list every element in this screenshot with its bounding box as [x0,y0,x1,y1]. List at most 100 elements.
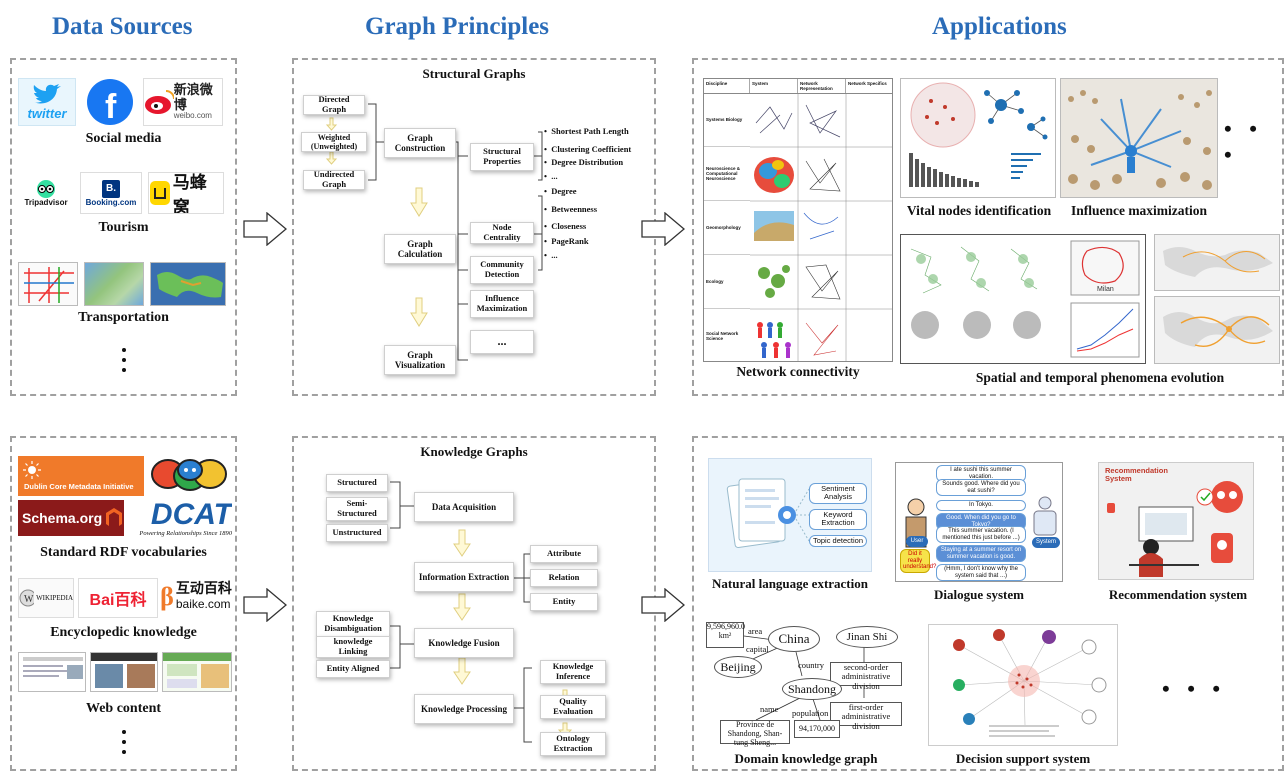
facebook-logo: f [82,78,138,126]
caption-influence-maximization: Influence maximization [1070,203,1208,218]
mafengwo-icon [150,181,170,205]
extraction-attribute: Attribute [530,545,598,563]
kg-input-semi-structured: Semi-Structured [326,497,388,521]
caption-web-content: Web content [85,701,162,716]
kg-node-shandong: Shandong [782,678,842,700]
centrality-betweenness: • Betweenness [544,204,598,214]
kg-node-population: 94,170,000 [794,720,840,738]
dialogue-line: Staying at a summer resort on summer vac… [936,545,1026,563]
processing-quality: Quality Evaluation [540,695,606,719]
network-table-illustrations [750,93,892,361]
weibo-icon [145,90,174,114]
step-data-acquisition: Data Acquisition [414,492,514,522]
recommendation-thumbnail: Recommendation System [1098,462,1254,580]
magento-icon [106,508,123,526]
svg-text:W: W [24,594,34,605]
booking-b-icon: B. [102,179,120,198]
facebook-icon: f [87,79,133,126]
header-data-sources: Data Sources [52,13,193,40]
twitter-logo: twitter [18,78,76,126]
extraction-relation: Relation [530,569,598,587]
sun-icon [23,461,41,479]
domain-kg-thumbnail: 9,596,960.0 km² China Jinan Shi Beijing … [706,622,906,750]
dcat-logo: DCAT Powering Relationships Since 1890 [139,497,232,537]
caption-tourism: Tourism [98,220,149,235]
kg-node-china: China [768,626,820,652]
nle-tag: Sentiment Analysis [809,483,867,504]
knowledge-title: Knowledge Graphs [420,444,528,459]
kg-node-area: 9,596,960.0 km² [706,622,745,648]
flow-arrow-icon [641,212,685,246]
dialogue-line: (Hmm, I don't know why the system said t… [936,564,1026,581]
kg-node-province: Province de Shandong, Shan-tung Sheng... [720,720,790,746]
table-row-label: Ecology [704,255,750,309]
world-flow-map-2 [1154,296,1280,364]
nle-tag: Keyword Extraction [809,509,867,530]
kg-input-unstructured: Unstructured [326,524,388,542]
table-row-label: Neuroscience & Computational Neuroscienc… [704,147,750,201]
vital-nodes-thumbnail [900,78,1056,198]
processing-ontology: Ontology Extraction [540,732,606,756]
dialogue-line: I ate sushi this summer vacation. [936,465,1026,483]
panel-sources-top [10,58,237,396]
kg-edge-capital: capital [746,644,769,654]
nle-thumbnail: Sentiment Analysis Keyword Extraction To… [708,458,872,572]
structural-title: Structural Graphs [422,66,526,81]
apps-top-ellipsis: • • • [1224,116,1263,167]
step-graph-visualization: Graph Visualization [384,345,456,375]
hudong-beta-icon: β [160,582,174,611]
caption-vital-nodes: Vital nodes identification [906,203,1052,218]
centrality-closeness: • Closeness [544,221,587,231]
dialogue-line: This summer vacation. (I mentioned this … [936,526,1026,544]
wikipedia-globe-icon: W [19,589,35,607]
branch-structural-properties: Structural Properties [470,143,534,171]
dialogue-thought: Did it really understand? [900,549,936,573]
kg-edge-population: population [792,708,829,718]
svg-text:f: f [105,88,117,126]
step-information-extraction: Information Extraction [414,562,514,592]
structural-input-directed: Directed Graph [303,94,365,115]
structural-input-weighted: Weighted (Unweighted) [301,132,367,152]
baidu-baike-logo: Bai百科 [78,578,158,618]
branch-influence-maximization: Influence Maximization [470,290,534,318]
structural-connectors [325,103,543,361]
panel-apps-top [692,58,1284,396]
network-connectivity-table: Discipline System Network Representation… [703,78,893,362]
kg-node-beijing: Beijing [714,656,762,678]
table-row-label: Systems Biology [704,93,750,147]
dialogue-line: Sounds good. Where did you eat sushi? [936,479,1026,497]
centrality-pagerank: • PageRank [544,236,589,246]
web-page-thumbnail-1 [18,652,86,692]
decision-support-thumbnail [928,624,1118,746]
caption-network-connectivity: Network connectivity [736,364,860,379]
web-page-thumbnail-2 [90,652,158,692]
kg-edge-area: area [748,626,763,636]
prop-shortest-path: • Shortest Path Length [544,126,629,136]
spatial-evolution-thumbnail: Milan [900,234,1146,364]
dialogue-system-label: System [1032,537,1060,548]
influence-maximization-thumbnail [1060,78,1218,198]
step-knowledge-fusion: Knowledge Fusion [414,628,514,658]
fusion-linking: knowledge Linking [316,636,390,658]
extraction-entity: Entity [530,593,598,611]
flow-arrow-icon [243,212,287,246]
branch-ellipsis: ... [470,330,534,354]
table-row-label: Social Network Science [706,331,739,341]
world-flow-map-1 [1154,234,1280,291]
caption-decision-support: Decision support system [955,751,1091,766]
header-applications: Applications [932,13,1067,40]
dialogue-user-label: User [906,536,928,547]
world-map-thumbnail [150,262,226,306]
centrality-degree: • Degree [544,186,577,196]
satellite-map-thumbnail [84,262,144,306]
centrality-ellipsis: • ... [544,250,558,260]
prop-degree-distribution: • Degree Distribution [544,157,624,167]
hudong-baike-logo: β 互动百科 baike.com [160,582,232,612]
twitter-bird-icon [33,83,61,103]
kg-edge-country: country [798,660,824,670]
fusion-disambiguation: Knowledge Disambiguation [316,611,390,637]
booking-logo: B. Booking.com [80,172,142,214]
caption-recommendation: Recommendation system [1108,587,1248,602]
branch-node-centrality: Node Centrality [470,222,534,244]
prop-ellipsis: • ... [544,171,558,181]
